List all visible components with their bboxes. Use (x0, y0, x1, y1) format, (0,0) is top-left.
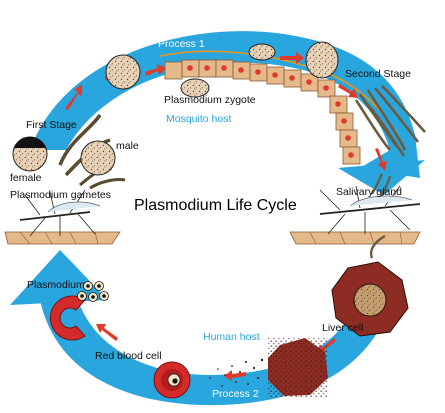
liver-cell-label: Liver cell (322, 322, 364, 334)
ruptured-liver-cell (209, 338, 328, 398)
male-gametes (58, 113, 126, 190)
process-2-label: Process 2 (212, 388, 259, 400)
infected-red-blood-cell (153, 361, 191, 399)
mosquito-left (19, 189, 101, 237)
sporozoite-cluster (354, 85, 426, 157)
male-label: male (116, 140, 139, 152)
merozoites (77, 281, 109, 302)
salivary-sporozoites (371, 173, 392, 197)
plasmodium-zygote-label: Plasmodium zygote (164, 94, 256, 106)
zygote-forming (105, 54, 141, 90)
red-blood-cell-label: Red blood cell (95, 350, 162, 362)
skin-patch-right (289, 231, 421, 245)
mosquito-host-label: Mosquito host (166, 113, 232, 125)
diagram-title: Plasmodium Life Cycle (134, 197, 297, 214)
cycle-ring (10, 31, 425, 406)
ruptured-red-blood-cell (49, 295, 86, 341)
second-stage-label: Second Stage (345, 68, 411, 80)
first-stage-label: First Stage (26, 119, 77, 131)
plasmodium-gametes-label: Plasmodium gametes (10, 189, 111, 201)
cycle-arrowhead-left (10, 250, 108, 305)
female-gamete (12, 136, 48, 172)
plasmodium-zygote-cells (180, 41, 339, 98)
mosquito-right (319, 185, 421, 235)
plasmodium-label: Plasmodium (27, 279, 85, 291)
female-label: female (10, 172, 42, 184)
process-1-label: Process 1 (158, 38, 205, 50)
cell-nuclei (187, 65, 354, 158)
skin-patch-left (4, 231, 121, 245)
liver-cell (331, 234, 409, 337)
human-host-label: Human host (203, 331, 260, 343)
salivary-gland-label: Salivary gland (336, 186, 402, 198)
